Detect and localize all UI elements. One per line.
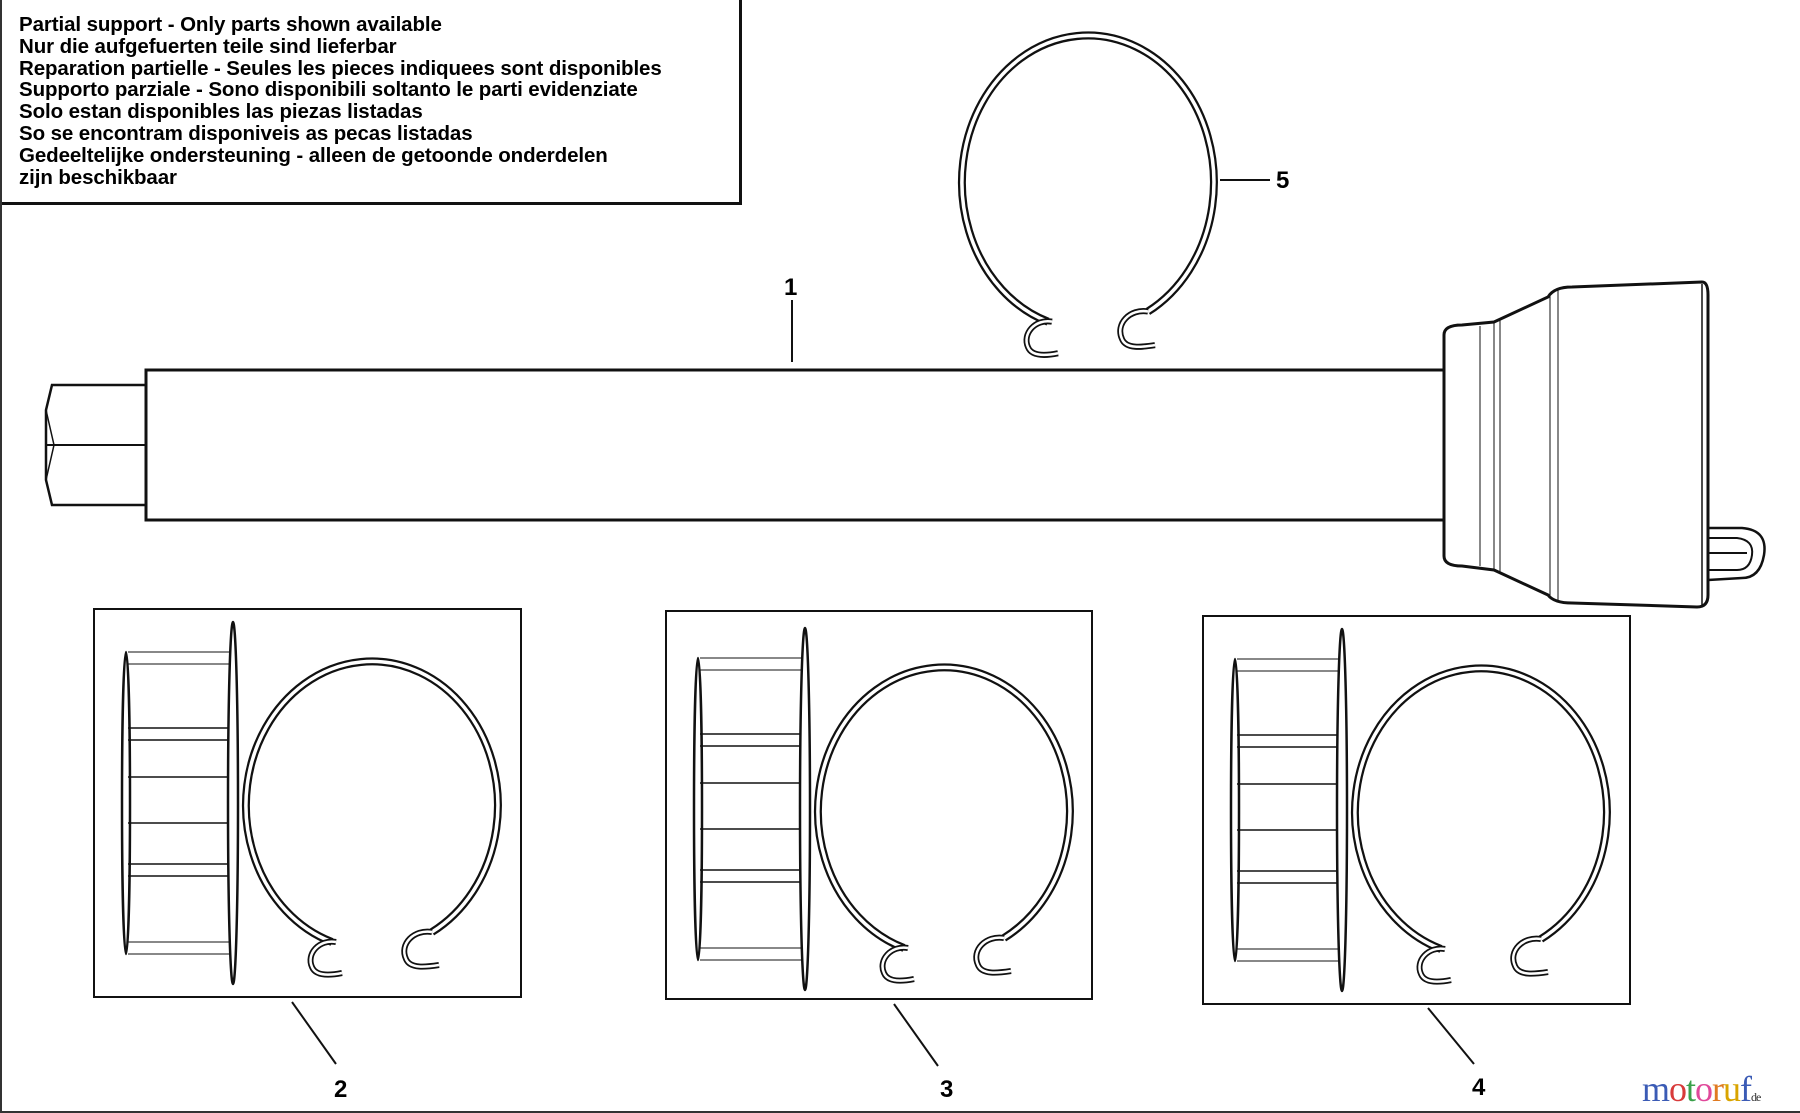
repair-kit-2 (93, 608, 522, 998)
watermark-letter: o (1669, 1069, 1687, 1109)
watermark-letter: u (1723, 1069, 1741, 1109)
watermark-letter: t (1686, 1069, 1696, 1109)
watermark-letter: f (1740, 1069, 1752, 1109)
callout-1: 1 (784, 274, 797, 301)
watermark-suffix: de (1751, 1090, 1761, 1104)
notice-line: Nur die aufgefuerten teile sind lieferba… (19, 34, 397, 58)
partial-support-notice: Partial support - Only parts shown avail… (2, 0, 742, 205)
notice-line: Solo estan disponibles las piezas listad… (19, 100, 423, 124)
repair-kit-3 (665, 610, 1093, 1000)
notice-line: So se encontram disponiveis as pecas lis… (19, 121, 473, 145)
motoruf-watermark-logo: motorufde (1642, 1068, 1761, 1110)
watermark-letter: m (1642, 1069, 1670, 1109)
leader-line-3 (893, 1003, 939, 1067)
notice-line: Supporto parziale - Sono disponibili sol… (19, 78, 638, 102)
watermark-text: motoruf (1642, 1069, 1752, 1109)
leader-line-4 (1427, 1007, 1475, 1065)
callout-4: 4 (1472, 1074, 1486, 1101)
repair-kit-4 (1202, 615, 1631, 1005)
retaining-ring-5 (962, 35, 1214, 354)
notice-line: zijn beschikbaar (19, 165, 177, 189)
notice-line: Gedeeltelijke ondersteuning - alleen de … (19, 143, 608, 167)
callout-5: 5 (1276, 167, 1289, 194)
callout-2: 2 (334, 1076, 347, 1103)
drive-shaft-1 (44, 280, 1766, 609)
notice-line: Partial support - Only parts shown avail… (19, 13, 442, 36)
leader-line-2 (291, 1001, 337, 1065)
watermark-letter: o (1695, 1069, 1713, 1109)
callout-3: 3 (940, 1076, 953, 1103)
watermark-letter: r (1712, 1069, 1724, 1109)
notice-line: Reparation partielle - Seules les pieces… (19, 56, 662, 80)
